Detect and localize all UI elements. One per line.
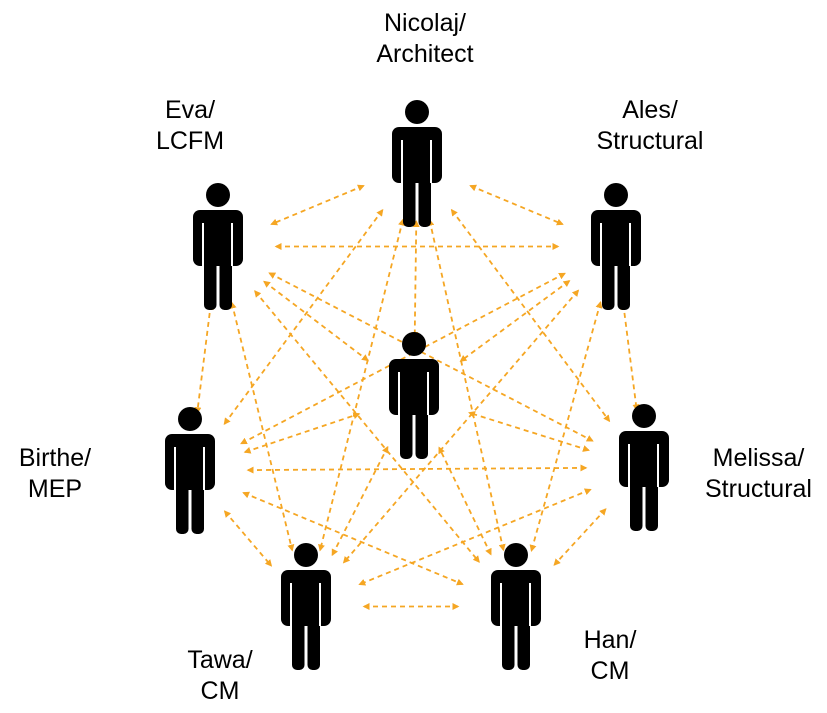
connection-arrow-ales-han [529,301,603,552]
connection-arrow-nicolaj-ales [469,184,564,226]
connection-arrow-birthe-han [242,491,464,586]
connection-arrow-ales-melissa [620,302,640,412]
connection-arrow-nicolaj-melissa [450,208,611,423]
person-figures [165,100,669,670]
connection-arrow-birthe-tawa [223,510,273,567]
connection-arrows [194,184,640,610]
person-name: Tawa/ [187,646,253,674]
person-label-melissa: Melissa/ Structural [690,443,827,505]
connection-arrow-birthe-melissa [246,464,588,474]
person-name: Ales/ [622,96,678,124]
connection-arrow-melissa-center [468,411,590,452]
person-label-han: Han/ CM [560,625,660,687]
person-label-nicolaj: Nicolaj/ Architect [355,8,495,70]
person-name: Birthe/ [18,444,92,472]
connection-arrow-eva-tawa [229,301,295,552]
person-icon-melissa [619,404,669,531]
person-name: Nicolaj/ [384,9,466,37]
connection-arrow-eva-han [254,290,480,563]
person-role: MEP [27,475,83,503]
person-label-eva: Eva/ LCFM [135,95,245,157]
connection-arrow-nicolaj-han [427,218,506,552]
person-icon-han [491,543,541,670]
person-role: Structural [596,127,704,155]
person-label-ales: Ales/ Structural [575,95,725,157]
person-role: CM [590,657,630,685]
person-role: LCFM [155,127,225,155]
person-icon-nicolaj [392,100,442,227]
connection-arrow-han-center [438,446,492,556]
person-name: Melissa/ [712,444,805,472]
connection-arrow-nicolaj-center [411,220,420,339]
person-icon-eva [193,183,243,310]
person-icon-ales [591,183,641,310]
person-role: CM [200,677,240,705]
person-label-tawa: Tawa/ CM [165,645,275,707]
connection-arrow-melissa-han [553,508,607,566]
connection-arrow-eva-birthe [194,302,214,415]
person-icon-birthe [165,407,215,534]
person-icon-tawa [281,543,331,670]
connection-arrow-tawa-center [331,445,389,557]
person-role: Architect [376,40,474,68]
connection-arrow-birthe-center [243,412,361,454]
connection-arrow-melissa-tawa [358,488,592,586]
connection-arrow-nicolaj-birthe [223,208,384,426]
person-role: Structural [705,475,812,503]
person-icon-center [389,332,439,459]
connection-arrow-ales-tawa [342,289,580,564]
person-name: Eva/ [164,96,216,124]
connection-arrow-eva-melissa [268,272,594,442]
connection-arrow-nicolaj-eva [270,184,365,226]
person-label-birthe: Birthe/ MEP [0,443,110,505]
person-name: Han/ [583,626,637,654]
